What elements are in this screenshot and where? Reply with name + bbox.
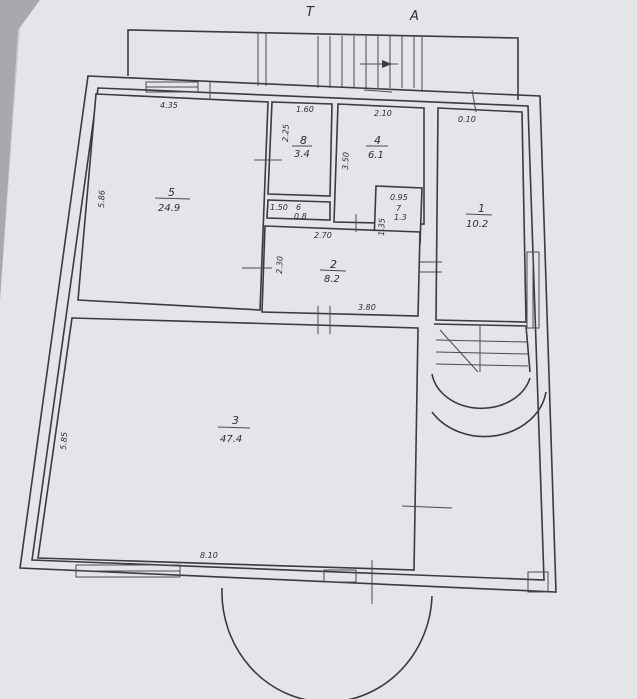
binder-shadow xyxy=(0,0,40,300)
outer-walls xyxy=(19,75,557,593)
room-8 xyxy=(267,101,333,197)
openings xyxy=(75,81,549,604)
dim-1-50: 1.50 xyxy=(270,203,288,212)
room-1-area: 10.2 xyxy=(466,219,488,230)
top-terrace xyxy=(127,29,519,100)
dim-5-86: 5.86 xyxy=(97,190,107,208)
dim-2-10: 2.10 xyxy=(374,109,392,118)
room-5-number: 5 xyxy=(168,186,175,199)
dim-0-95: 0.95 xyxy=(390,193,408,202)
room-8-area: 3.4 xyxy=(294,149,310,160)
dim-3-80: 3.80 xyxy=(358,303,376,312)
stair-hall xyxy=(431,323,547,438)
room-3-area: 47.4 xyxy=(220,434,242,445)
room-7-area: 1.3 xyxy=(394,213,407,222)
dimension-labels: 4.35 5.86 1.60 2.25 2.10 3.50 1.50 0.95 … xyxy=(59,101,476,560)
dim-1-60: 1.60 xyxy=(296,105,314,114)
dim-3-50: 3.50 xyxy=(341,152,351,170)
room-6-area: 0.8 xyxy=(294,212,307,221)
top-stairs xyxy=(317,36,415,88)
front-porch-arc xyxy=(221,587,433,699)
room-6 xyxy=(266,199,331,221)
room-6-number: 6 xyxy=(296,203,301,212)
room-5-area: 24.9 xyxy=(158,203,180,214)
dim-2-30: 2.30 xyxy=(275,256,285,274)
room-4-area: 6.1 xyxy=(368,150,384,161)
header-right-mark: А xyxy=(409,9,419,24)
room-4-number: 4 xyxy=(374,134,381,147)
room-2-area: 8.2 xyxy=(324,274,340,285)
room-8-number: 8 xyxy=(300,134,307,147)
room-labels: 5 24.9 8 3.4 6 0.8 4 6.1 7 1.3 2 8.2 1 1… xyxy=(154,134,493,445)
dim-1-35: 1.35 xyxy=(377,218,387,236)
dim-0-10: 0.10 xyxy=(458,115,476,124)
room-3 xyxy=(37,317,419,571)
room-7-number: 7 xyxy=(396,204,402,213)
dim-4-35: 4.35 xyxy=(160,101,178,110)
dim-2-25: 2.25 xyxy=(281,124,291,142)
room-3-number: 3 xyxy=(232,414,239,427)
dim-2-70: 2.70 xyxy=(314,231,332,240)
dim-8-10: 8.10 xyxy=(200,551,218,560)
room-1-number: 1 xyxy=(478,202,485,215)
dim-5-85: 5.85 xyxy=(59,432,69,450)
room-2-number: 2 xyxy=(330,258,337,271)
header-left-mark: Т xyxy=(306,5,315,20)
room-5 xyxy=(77,93,269,311)
